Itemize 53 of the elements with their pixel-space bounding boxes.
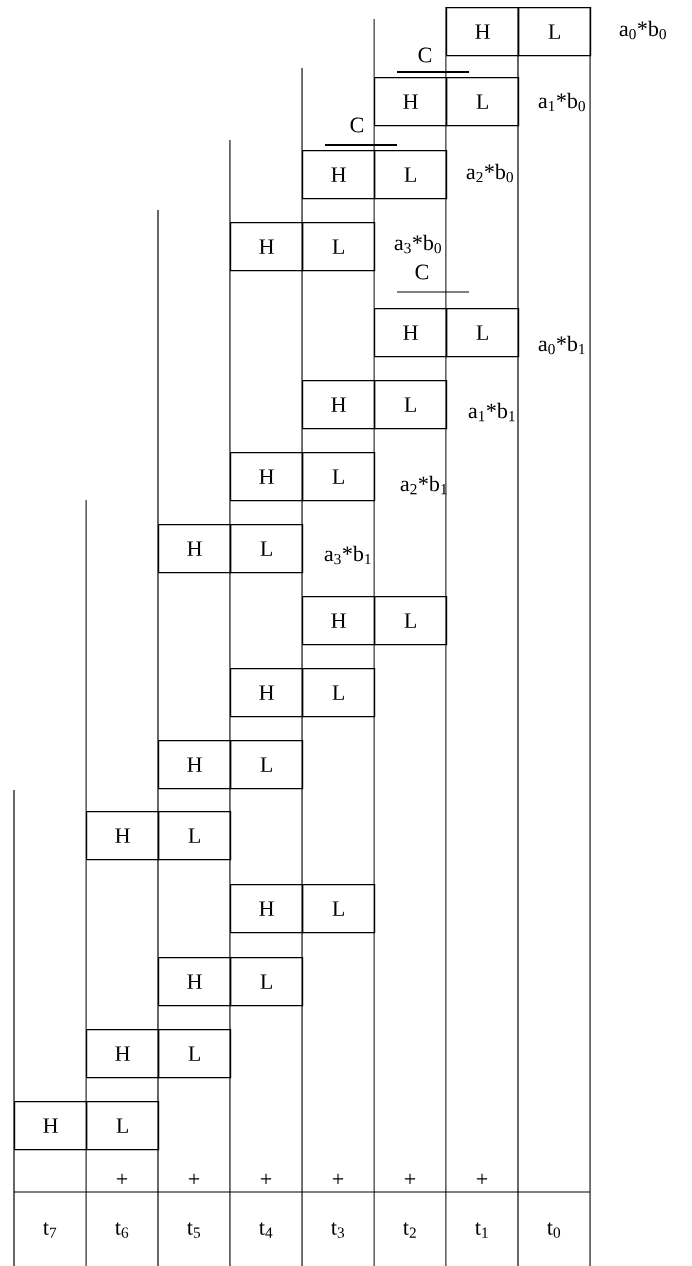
low-cell: L — [158, 811, 232, 861]
column-label: t$_{2}$ — [403, 1222, 416, 1238]
high-cell: H — [302, 150, 376, 200]
high-cell: H — [302, 380, 376, 430]
column-label: t$_{0}$ — [547, 1222, 561, 1238]
high-cell: H — [86, 811, 160, 861]
column-label: t$_{1}$ — [475, 1222, 488, 1238]
low-cell: L — [230, 524, 304, 574]
low-cell: L — [518, 7, 592, 57]
low-cell: L — [374, 150, 448, 200]
high-cell: H — [158, 524, 232, 574]
high-cell: H — [230, 452, 304, 502]
high-cell: H — [230, 222, 304, 272]
plus-sign: + — [476, 1173, 488, 1185]
high-cell: H — [14, 1101, 88, 1151]
low-cell: L — [374, 596, 448, 646]
plus-sign: + — [260, 1173, 272, 1185]
product-label: a$_{2}$*b$_{0}$ — [466, 163, 513, 183]
low-cell: L — [86, 1101, 160, 1151]
column-label: t$_{5}$ — [187, 1222, 201, 1238]
product-label: a$_{3}$*b$_{0}$ — [394, 234, 441, 254]
high-cell: H — [158, 740, 232, 790]
low-cell: L — [230, 957, 304, 1007]
high-cell: H — [446, 7, 520, 57]
low-cell: L — [158, 1029, 232, 1079]
plus-sign: + — [332, 1173, 344, 1185]
product-label: a$_{3}$*b$_{1}$ — [324, 545, 371, 565]
low-cell: L — [302, 668, 376, 718]
high-cell: H — [158, 957, 232, 1007]
high-cell: H — [302, 596, 376, 646]
low-cell: L — [230, 740, 304, 790]
high-cell: H — [86, 1029, 160, 1079]
high-cell: H — [374, 77, 448, 127]
low-cell: L — [446, 308, 520, 358]
low-cell: L — [374, 380, 448, 430]
product-label: a$_{1}$*b$_{0}$ — [538, 92, 585, 112]
product-label: a$_{0}$*b$_{0}$ — [619, 20, 666, 40]
low-cell: L — [302, 222, 376, 272]
high-cell: H — [230, 668, 304, 718]
column-label: t$_{3}$ — [331, 1222, 345, 1238]
low-cell: L — [446, 77, 520, 127]
column-label: t$_{7}$ — [43, 1222, 57, 1238]
carry-label: C — [396, 264, 470, 293]
low-cell: L — [302, 452, 376, 502]
product-label: a$_{1}$*b$_{1}$ — [468, 402, 515, 422]
high-cell: H — [374, 308, 448, 358]
column-label: t$_{6}$ — [115, 1222, 129, 1238]
high-cell: H — [230, 884, 304, 934]
column-label: t$_{4}$ — [259, 1222, 273, 1238]
plus-sign: + — [404, 1173, 416, 1185]
plus-sign: + — [116, 1173, 128, 1185]
plus-sign: + — [188, 1173, 200, 1185]
low-cell: L — [302, 884, 376, 934]
